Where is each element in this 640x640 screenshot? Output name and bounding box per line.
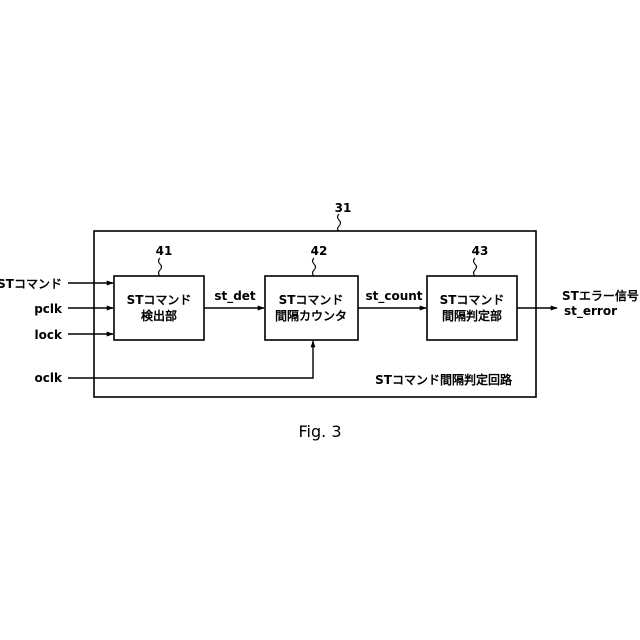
block-43-ref-leader — [474, 258, 477, 276]
output-label-line1: STエラー信号 — [562, 288, 639, 303]
block-43-label-line2: 間隔判定部 — [442, 308, 502, 323]
block-41-ref-leader — [159, 258, 162, 276]
block-41-label-line2: 検出部 — [141, 308, 177, 323]
block-42-label-line2: 間隔カウンタ — [275, 308, 347, 323]
circuit-ref-leader — [338, 214, 341, 231]
block-42-box — [265, 276, 358, 340]
circuit-title: STコマンド間隔判定回路 — [375, 372, 513, 387]
block-42-label-line1: STコマンド — [279, 293, 344, 307]
block-41-ref-number: 41 — [156, 244, 173, 258]
block-41-label-line1: STコマンド — [127, 293, 192, 307]
block-43-ref-number: 43 — [472, 244, 489, 258]
circuit-ref-number: 31 — [335, 201, 352, 215]
input-st-command-label: STコマンド — [0, 277, 62, 291]
block-41-box — [114, 276, 204, 340]
signal-st-det-label: st_det — [214, 289, 256, 304]
output-label-line2: st_error — [564, 304, 617, 319]
block-43-box — [427, 276, 517, 340]
block-42-ref-number: 42 — [311, 244, 328, 258]
input-oclk-label: oclk — [35, 371, 63, 385]
figure-caption: Fig. 3 — [299, 422, 342, 441]
block-43-label-line1: STコマンド — [440, 293, 505, 307]
input-pclk-label: pclk — [34, 302, 63, 316]
block-42-ref-leader — [313, 258, 316, 276]
input-oclk-arrow — [68, 341, 313, 378]
signal-st-count-label: st_count — [365, 289, 422, 304]
input-lock-label: lock — [35, 328, 63, 342]
